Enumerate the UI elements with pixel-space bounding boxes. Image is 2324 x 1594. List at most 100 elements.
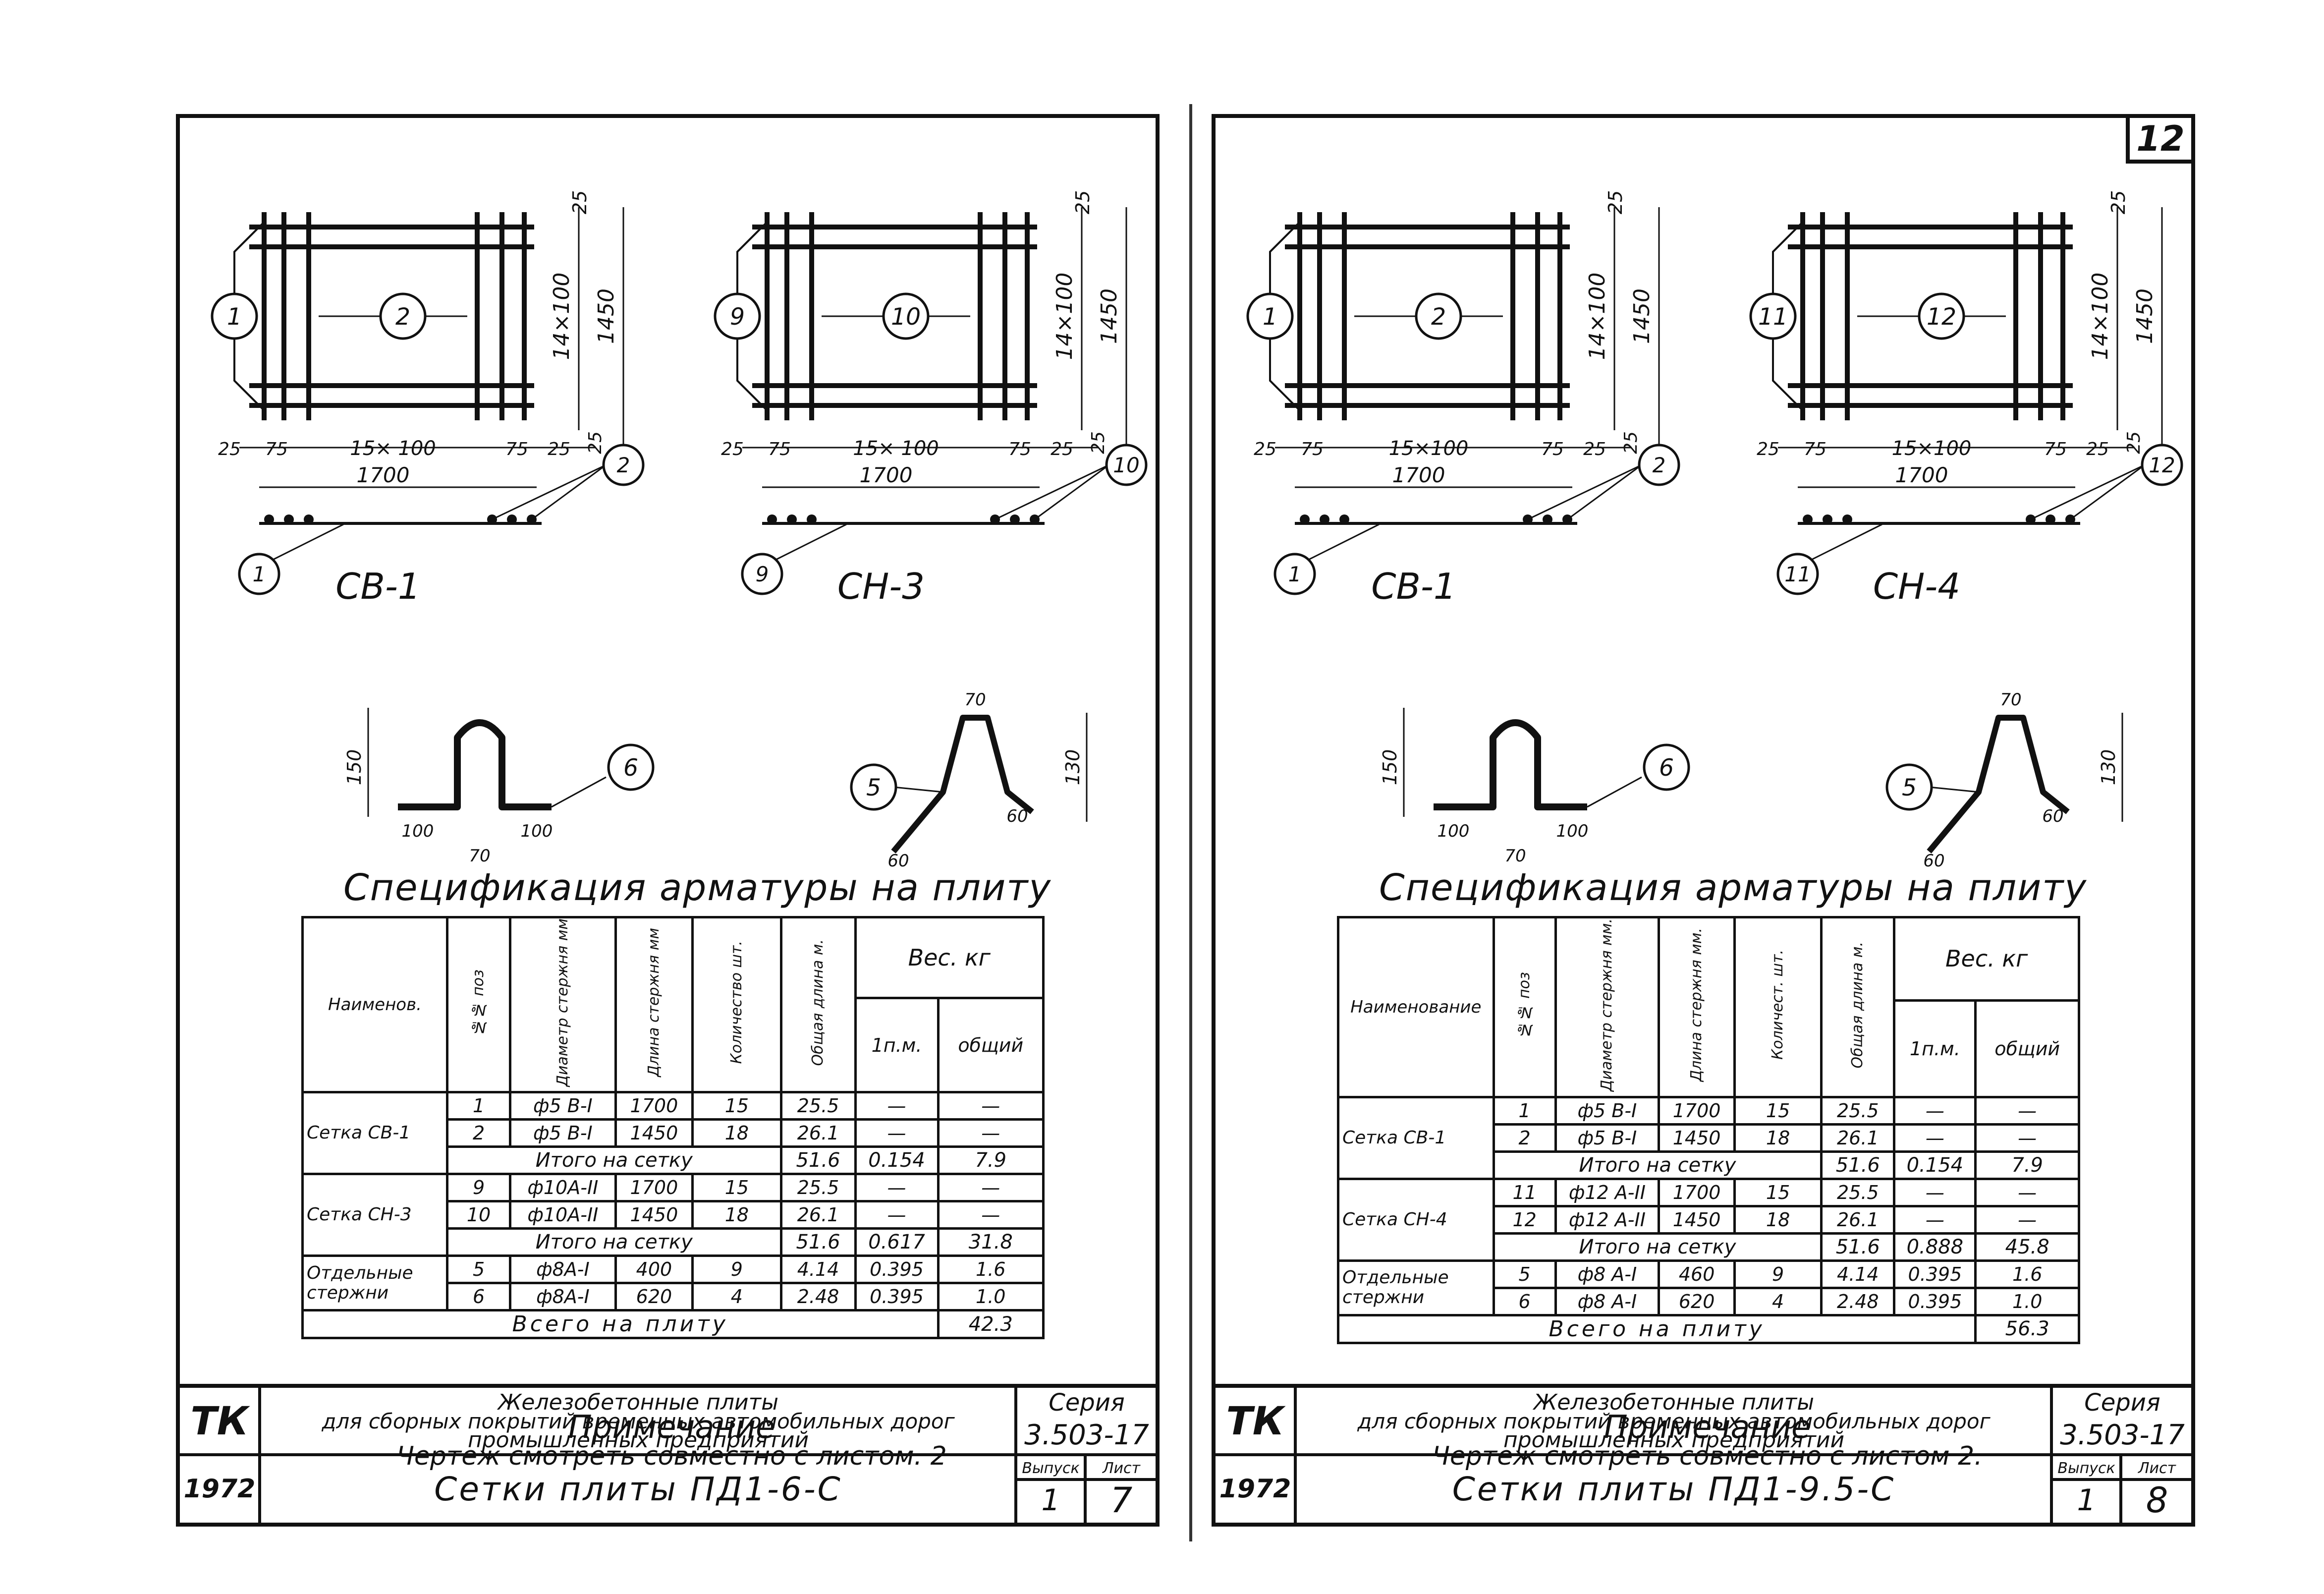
spec-cell: 4 <box>691 1282 782 1312</box>
tb-desc-line-2: для сборных покрытий временных автомобил… <box>322 1409 955 1433</box>
bend1-left: 100 <box>1438 821 1470 841</box>
dim-left: 25 <box>218 439 241 459</box>
dim-left: 25 <box>721 439 744 459</box>
grand-total-value: 42.3 <box>937 1309 1045 1340</box>
leader-line <box>531 464 607 520</box>
spec-group-name: Отдельные стержни <box>301 1254 448 1312</box>
spec-cell: 12 <box>1492 1204 1557 1235</box>
pos-long-bar-label: 9 <box>730 303 745 331</box>
hdr-total: Общая длина м. <box>779 915 857 1094</box>
pos-section-long-label: 11 <box>1784 562 1811 586</box>
pos-bent-2-label: 5 <box>1902 774 1917 801</box>
section-dot <box>264 514 274 524</box>
spec-cell: 1.6 <box>1974 1259 2080 1289</box>
pos-bent-1: 6 <box>1643 743 1690 791</box>
pos-long-bar-circle <box>1246 292 1294 340</box>
spec-cell: ф8А-I <box>509 1282 617 1312</box>
pos-long-bar: 9 <box>714 292 761 340</box>
spec-cell: 5 <box>445 1254 512 1285</box>
dim-l75: 75 <box>1804 439 1826 459</box>
spec-cell: 15 <box>1733 1095 1823 1126</box>
spec-cell: 26.1 <box>1820 1123 1896 1153</box>
pos-cross-bar: 12 <box>1918 292 1965 340</box>
pos-cross-bar: 2 <box>1415 292 1462 340</box>
section-dot <box>304 514 314 524</box>
hdr-diam: Диаметр стержня мм. <box>1554 916 1660 1098</box>
bend1-height: 150 <box>1379 749 1401 786</box>
pos-section-long: 11 <box>1776 553 1819 595</box>
pos-section-long-circle <box>741 553 783 595</box>
bend2-angle-1: 60 <box>887 851 909 871</box>
hdr-per-m: 1п.м. <box>1893 999 1977 1098</box>
dim-r75: 75 <box>2044 439 2067 459</box>
pos-cross-bar-label: 2 <box>395 303 410 331</box>
tb-series: 3.503-17 <box>2060 1419 2185 1451</box>
spec-cell: 26.1 <box>779 1118 857 1148</box>
spec-header-row-2: 1п.м. общий <box>1338 999 2080 1098</box>
subtotal-weight: 7.9 <box>937 1145 1045 1176</box>
spec-cell: 5 <box>1492 1259 1557 1289</box>
spec-cell: 9 <box>445 1173 512 1203</box>
tb-description: Железобетонные плиты для сборных покрыти… <box>262 1388 1015 1455</box>
spec-cell: 0.395 <box>1893 1259 1977 1289</box>
bent-bar-shape <box>398 719 552 810</box>
hdr-weight: Вес. кг <box>854 915 1045 1000</box>
spec-cell: 15 <box>1733 1177 1823 1207</box>
dim-length: 1700 <box>1895 463 1948 487</box>
section-dot <box>1300 514 1310 524</box>
tb-desc-line-1: Железобетонные плиты <box>498 1389 778 1415</box>
bent-bar-shape <box>1434 719 1587 810</box>
spec-header-row: Наименование №№ поз Диаметр стержня мм. … <box>1337 916 2080 1098</box>
hdr-overall: общий <box>1974 999 2080 1098</box>
tb-organization: ТК <box>190 1399 249 1444</box>
pos-long-bar-label: 11 <box>1758 303 1788 331</box>
dim-height: 1450 <box>1629 288 1655 344</box>
bend1-right: 100 <box>521 821 553 841</box>
spec-cell: 1450 <box>614 1200 694 1230</box>
spec-cell: 11 <box>1492 1177 1557 1207</box>
section-dot <box>1010 514 1020 524</box>
tb-organization: ТК <box>1226 1399 1284 1444</box>
dim-pitch-h: 15×100 <box>1389 437 1469 460</box>
pos-bent-2-label: 5 <box>866 774 881 801</box>
dim-length: 1700 <box>357 463 410 487</box>
hdr-name: Наименование <box>1337 916 1495 1098</box>
pos-section-long: 9 <box>741 553 783 595</box>
dim-l75: 75 <box>768 439 791 459</box>
spec-cell: 0.395 <box>1893 1286 1977 1316</box>
pos-long-bar: 1 <box>1246 292 1294 340</box>
spec-cell: 26.1 <box>1820 1204 1896 1235</box>
spec-cell: — <box>1974 1123 2080 1153</box>
subtotal-weight: 31.8 <box>937 1227 1045 1257</box>
section-dot <box>1320 514 1329 524</box>
dim-b25: 25 <box>1088 431 1108 454</box>
spec-cell: 25.5 <box>779 1091 857 1121</box>
dim-b25: 25 <box>585 431 606 454</box>
dim-r25: 25 <box>2086 439 2109 459</box>
spec-cell: 0.395 <box>854 1254 940 1285</box>
hdr-len: Длина стержня мм <box>614 915 694 1094</box>
tb-desc-line-2: для сборных покрытий временных автомобил… <box>1357 1409 1991 1433</box>
spec-cell: 1700 <box>614 1173 694 1203</box>
spec-cell: 18 <box>1733 1123 1823 1153</box>
grand-total-value: 56.3 <box>1974 1313 2080 1344</box>
dim-b25: 25 <box>2124 431 2144 454</box>
pos-section-long-circle <box>1273 553 1316 595</box>
pos-cross-bar-label: 2 <box>1431 303 1446 331</box>
spec-cell: 0.395 <box>854 1282 940 1312</box>
mesh-mark: СН-4 <box>1873 566 1960 607</box>
note-title: Примечание <box>568 1409 775 1446</box>
pos-section-cross: 12 <box>2141 444 2183 486</box>
spec-cell: — <box>937 1118 1045 1148</box>
spec-cell: 18 <box>1733 1204 1823 1235</box>
